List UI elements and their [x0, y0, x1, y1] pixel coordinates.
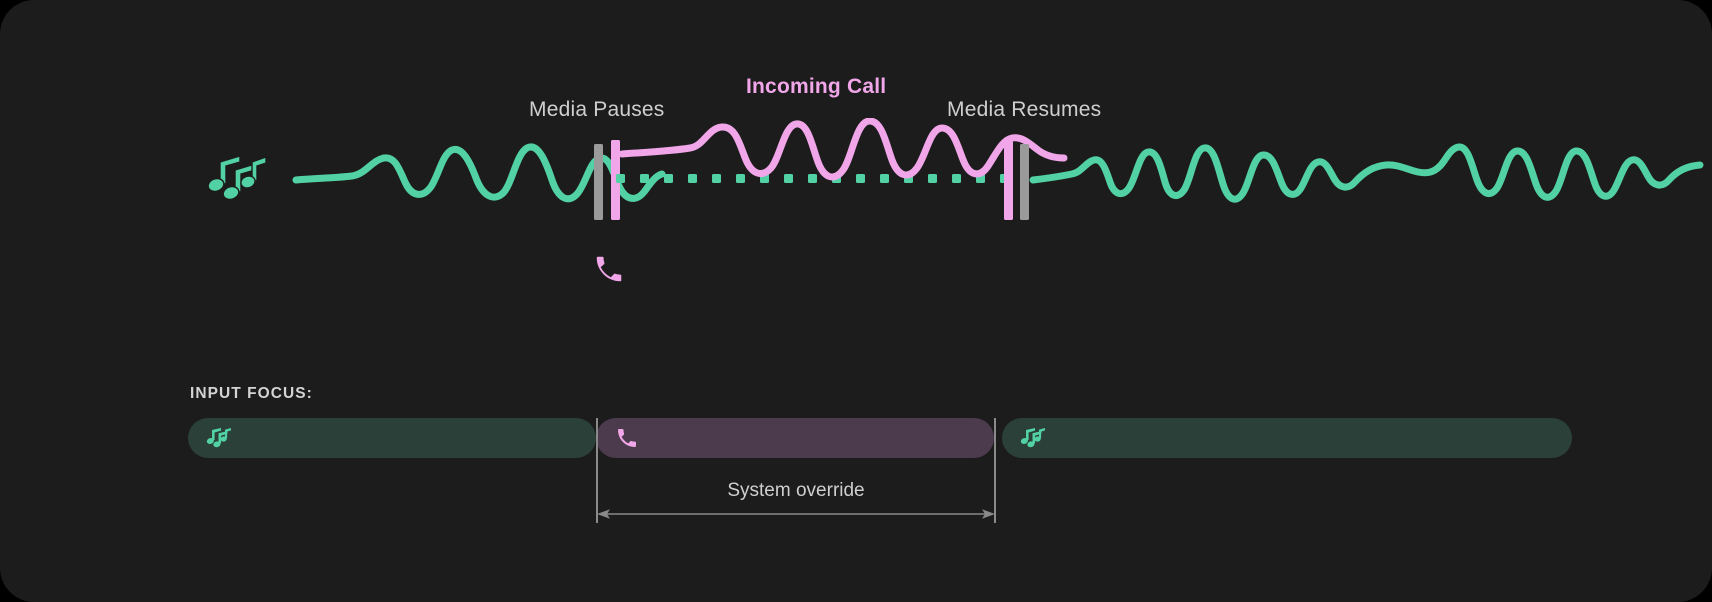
focus-bar-call[interactable] — [596, 418, 994, 458]
resume-bar-pink — [1004, 140, 1013, 220]
override-bracket-right — [994, 418, 996, 523]
resume-bar-gray — [1020, 144, 1029, 220]
focus-bar-media-after[interactable] — [1002, 418, 1572, 458]
music-notes-icon — [1020, 425, 1046, 451]
pause-bar-gray — [594, 144, 603, 220]
audio-timeline — [0, 118, 1712, 228]
input-focus-heading: INPUT FOCUS: — [190, 385, 313, 402]
waveform-media-before-main — [292, 143, 666, 203]
phone-icon — [614, 425, 640, 451]
focus-bar-media-before[interactable] — [188, 418, 596, 458]
music-notes-icon — [206, 425, 232, 451]
override-bracket-left — [596, 418, 598, 523]
double-headed-arrow-icon — [596, 506, 996, 522]
system-override-label: System override — [727, 480, 865, 501]
waveform-media-paused-dotted — [616, 174, 1009, 183]
waveform-call-active — [618, 118, 1068, 181]
phone-icon — [592, 252, 626, 286]
music-notes-icon — [207, 148, 268, 206]
waveform-media-after — [1029, 143, 1704, 203]
label-incoming-call: Incoming Call — [746, 75, 887, 98]
pause-bar-pink — [611, 140, 620, 220]
label-media-resumes: Media Resumes — [947, 98, 1102, 121]
label-media-pauses: Media Pauses — [529, 98, 665, 121]
